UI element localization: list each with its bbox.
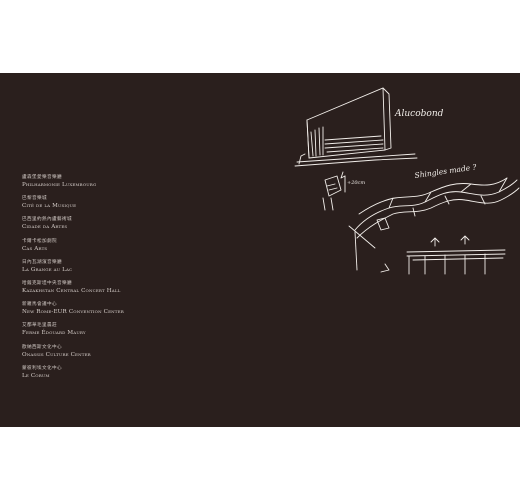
venue-english-name: Cité de la Musique <box>22 203 77 210</box>
list-item: 盧森堡愛樂音樂廳 Philharmonie Luxembourg <box>22 175 222 196</box>
venue-list: 盧森堡愛樂音樂廳 Philharmonie Luxembourg 巴黎音樂城 C… <box>22 175 222 387</box>
list-item: 巴西里約熱內盧藝術城 Cidade da Artes <box>22 217 222 238</box>
venue-chinese-name: 卡爾卡松加劇院 <box>22 238 57 244</box>
venue-chinese-name: 巴西里約熱內盧藝術城 <box>22 217 72 223</box>
sketch-drawing: Alucobond Shingles made ? +20cm <box>294 87 520 275</box>
venue-english-name: Onassis Culture Center <box>22 351 91 358</box>
venue-chinese-name: 新羅馬會議中心 <box>22 302 57 308</box>
venue-chinese-name: 歐納西斯文化中心 <box>22 344 62 350</box>
venue-english-name: Le Corum <box>22 372 50 379</box>
venue-english-name: Cas Arts <box>22 245 48 252</box>
list-item: 歐納西斯文化中心 Onassis Culture Center <box>22 345 222 366</box>
list-item: 蒙彼利埃文化中心 Le Corum <box>22 366 222 387</box>
sketch-note-dimension: +20cm <box>347 180 365 186</box>
venue-english-name: Philharmonie Luxembourg <box>22 182 97 188</box>
venue-english-name: Ferme Édouard Maury <box>22 330 86 337</box>
list-item: 日內瓦湖濱音樂廳 La Grange au Lac <box>22 260 222 281</box>
venue-chinese-name: 蒙彼利埃文化中心 <box>22 365 62 371</box>
dark-page-spread <box>0 73 520 427</box>
sketch-note-alucobond: Alucobond <box>394 109 444 119</box>
venue-chinese-name: 艾都華毛里農莊 <box>22 323 57 329</box>
sketch-note-shingles: Shingles made ? <box>414 162 478 180</box>
venue-chinese-name: 日內瓦湖濱音樂廳 <box>22 259 62 265</box>
venue-english-name: Kazakhstan Central Concert Hall <box>22 287 121 294</box>
architectural-sketch: Alucobond Shingles made ? +20cm <box>285 80 520 280</box>
venue-english-name: New Rome-EUR Convention Center <box>22 309 124 316</box>
list-item: 哈薩克斯坦中央音樂廳 Kazakhstan Central Concert Ha… <box>22 281 222 302</box>
list-item: 新羅馬會議中心 New Rome-EUR Convention Center <box>22 302 222 323</box>
venue-chinese-name: 哈薩克斯坦中央音樂廳 <box>22 280 72 286</box>
venue-english-name: La Grange au Lac <box>22 266 73 273</box>
list-item: 艾都華毛里農莊 Ferme Édouard Maury <box>22 323 222 344</box>
venue-english-name: Cidade da Artes <box>22 224 68 231</box>
list-item: 巴黎音樂城 Cité de la Musique <box>22 196 222 217</box>
venue-chinese-name: 巴黎音樂城 <box>22 196 47 202</box>
list-item: 卡爾卡松加劇院 Cas Arts <box>22 239 222 260</box>
venue-chinese-name: 盧森堡愛樂音樂廳 <box>22 175 62 180</box>
